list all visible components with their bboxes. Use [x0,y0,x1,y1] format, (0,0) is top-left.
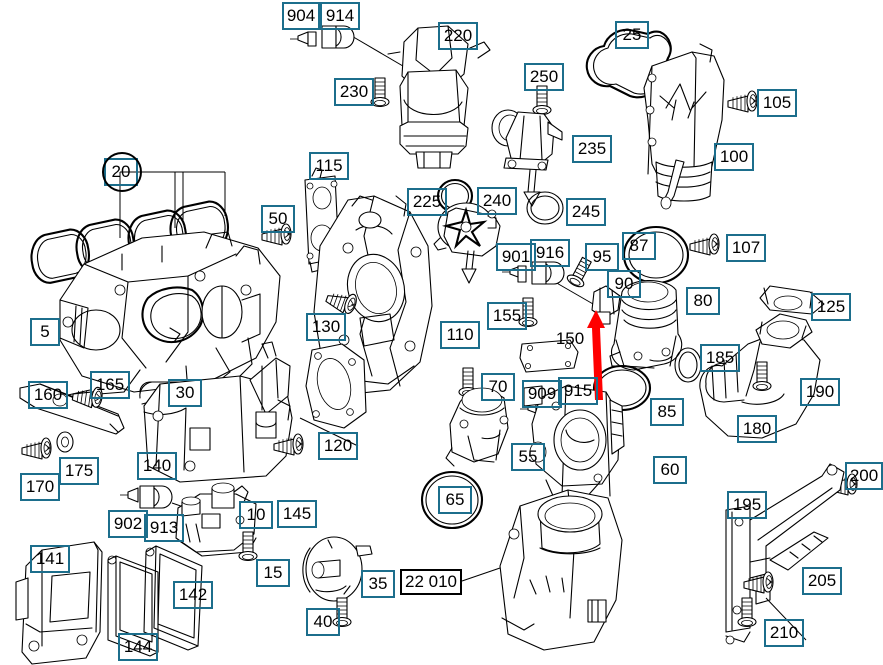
callout-label-80[interactable]: 80 [686,287,720,315]
part-100-exhaust-manifold [643,43,725,210]
callout-label-90[interactable]: 90 [607,270,641,298]
part-220-egr-valve [387,25,491,169]
part-902-913-sensors [120,485,211,517]
callout-label-220[interactable]: 220 [438,22,478,50]
part-170-bolt [21,437,52,460]
callout-label-140[interactable]: 140 [137,452,177,480]
callout-label-15[interactable]: 15 [256,559,290,587]
part-5-intake-manifold [59,231,281,405]
callout-label-130[interactable]: 130 [306,313,346,341]
part-150-plate [519,339,579,373]
callout-label-155[interactable]: 155 [487,302,527,330]
part-142-gasket [143,545,203,651]
callout-label-142[interactable]: 142 [173,581,213,609]
callout-label-115[interactable]: 115 [309,152,349,180]
callout-label-70[interactable]: 70 [481,373,515,401]
callout-label-125[interactable]: 125 [811,293,851,321]
callout-label-120[interactable]: 120 [318,432,358,460]
callout-label-144[interactable]: 144 [118,633,158,661]
callout-label-170[interactable]: 170 [20,473,60,501]
callout-label-250[interactable]: 250 [524,63,564,91]
part-144-gasket [107,555,159,657]
callout-label-5[interactable]: 5 [30,318,60,346]
callout-label-150[interactable]: 150 [555,329,585,348]
highlight-arrow [587,310,605,400]
callout-label-240[interactable]: 240 [477,187,517,215]
callout-label-107[interactable]: 107 [726,234,766,262]
part-245-o-ring [526,191,564,225]
part-195-bracket [725,463,845,645]
callout-label-235[interactable]: 235 [572,135,612,163]
callout-label-902[interactable]: 902 [108,510,148,538]
part-185-o-ring [674,347,702,383]
part-120-gasket [299,343,367,447]
callout-label-85[interactable]: 85 [650,398,684,426]
callout-label-245[interactable]: 245 [566,198,606,226]
callout-label-100[interactable]: 100 [714,143,754,171]
callout-label-65[interactable]: 65 [438,486,472,514]
part-60-throttle-body [523,385,625,501]
callout-label-916[interactable]: 916 [530,239,570,267]
callout-label-22-010[interactable]: 22 010 [400,569,462,595]
callout-label-205[interactable]: 205 [802,567,842,595]
callout-label-165[interactable]: 165 [90,371,130,399]
callout-label-110[interactable]: 110 [440,321,480,349]
callout-label-915[interactable]: 915 [558,377,598,405]
part-22010-engine-block [461,489,623,651]
part-105-bolt [727,90,758,113]
callout-label-175[interactable]: 175 [59,457,99,485]
callout-label-105[interactable]: 105 [757,89,797,117]
callout-label-225[interactable]: 225 [407,188,447,216]
callout-label-40[interactable]: 40 [306,608,340,636]
callout-label-95[interactable]: 95 [585,243,619,271]
part-107-bolt [689,233,720,256]
part-240-transducer [433,202,501,284]
callout-label-141[interactable]: 141 [30,545,70,573]
callout-label-230[interactable]: 230 [334,78,374,106]
part-175-washer [56,431,74,453]
callout-label-30[interactable]: 30 [168,379,202,407]
part-10-valve-housing [175,482,257,557]
part-30-tube [139,381,211,399]
callout-label-60[interactable]: 60 [653,456,687,484]
callout-label-35[interactable]: 35 [361,570,395,598]
callout-label-50[interactable]: 50 [261,205,295,233]
part-115-flange-plate [304,167,340,273]
callout-label-914[interactable]: 914 [320,2,360,30]
callout-label-909[interactable]: 909 [522,380,562,408]
callout-label-20[interactable]: 20 [104,158,138,186]
part-235-vacuum-actuator [491,109,563,207]
callout-label-160[interactable]: 160 [28,381,68,409]
callout-label-913[interactable]: 913 [144,514,184,542]
callout-label-210[interactable]: 210 [764,619,804,647]
callout-label-25[interactable]: 25 [615,21,649,49]
callout-label-185[interactable]: 185 [700,344,740,372]
callout-label-904[interactable]: 904 [282,2,320,30]
part-55-elbow [445,387,509,467]
callout-label-195[interactable]: 195 [727,491,767,519]
callout-label-55[interactable]: 55 [511,443,545,471]
callout-label-87[interactable]: 87 [622,232,656,260]
callout-label-190[interactable]: 190 [800,378,840,406]
callout-label-145[interactable]: 145 [277,500,317,528]
part-140-egr-cooler [143,341,293,483]
callout-label-200[interactable]: 200 [845,462,883,490]
callout-label-10[interactable]: 10 [239,501,273,529]
part-65-o-ring [420,470,484,530]
callout-label-180[interactable]: 180 [737,415,777,443]
part-904-914-sensors [290,25,421,77]
callout-label-901[interactable]: 901 [496,243,536,271]
part-35-actuator [302,536,373,602]
